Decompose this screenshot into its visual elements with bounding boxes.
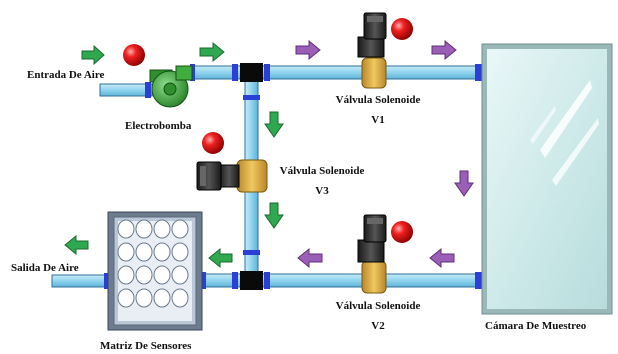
coupling xyxy=(232,64,238,81)
sensor-grid xyxy=(117,219,189,308)
sensor-cell xyxy=(117,288,135,308)
valve-v1-name-label: Válvula Solenoide xyxy=(335,94,421,106)
sensor-cell xyxy=(117,219,135,239)
sensor-cell xyxy=(153,219,171,239)
solenoid-valve-v3-icon xyxy=(196,159,268,193)
green-flow-arrow-icon xyxy=(208,247,233,269)
air-inlet-label: Entrada De Aire xyxy=(27,69,105,81)
solenoid-valve-v2-icon xyxy=(357,214,387,294)
sensor-cell xyxy=(135,219,153,239)
sensor-cell xyxy=(135,265,153,285)
sensor-cell xyxy=(171,288,189,308)
coupling xyxy=(264,272,270,289)
sensor-matrix xyxy=(107,211,203,331)
tee-fitting-top xyxy=(240,63,263,82)
green-flow-arrow-icon xyxy=(199,41,225,63)
valve-v2-name-label: Válvula Solenoide xyxy=(335,300,421,312)
electric-pump-icon xyxy=(149,65,193,108)
valve-v3-name-label: Válvula Solenoide xyxy=(279,165,365,177)
red-indicator-lamp-icon xyxy=(391,221,413,243)
coupling xyxy=(243,250,260,255)
sensor-cell xyxy=(171,219,189,239)
coupling xyxy=(200,272,206,289)
purple-flow-arrow-icon xyxy=(431,39,457,61)
green-flow-arrow-icon xyxy=(64,234,89,256)
coupling xyxy=(232,272,238,289)
sensor-cell xyxy=(153,288,171,308)
red-indicator-lamp-icon xyxy=(391,18,413,40)
red-indicator-lamp-icon xyxy=(123,44,145,66)
sensor-cell xyxy=(117,242,135,262)
sample-chamber xyxy=(481,43,613,315)
sensor-matrix-label: Matriz De Sensores xyxy=(100,340,192,352)
coupling xyxy=(475,272,482,289)
valve-v1-id-label: V1 xyxy=(371,114,385,126)
air-outlet-label: Salida De Aire xyxy=(11,262,79,274)
sensor-cell xyxy=(153,242,171,262)
sensor-cell xyxy=(153,265,171,285)
valve-v2-id-label: V2 xyxy=(371,320,385,332)
sensor-cell xyxy=(135,242,153,262)
purple-flow-arrow-icon xyxy=(295,39,321,61)
purple-flow-arrow-icon xyxy=(454,170,474,197)
sensor-cell xyxy=(117,265,135,285)
pipe-outlet xyxy=(51,274,109,288)
coupling xyxy=(243,95,260,100)
red-indicator-lamp-icon xyxy=(202,132,224,154)
sensor-cell xyxy=(135,288,153,308)
sensor-cell xyxy=(171,265,189,285)
pump-label: Electrobomba xyxy=(125,120,192,132)
coupling xyxy=(104,273,110,289)
solenoid-valve-v1-icon xyxy=(357,12,387,89)
green-flow-arrow-icon xyxy=(264,202,284,229)
valve-v3-id-label: V3 xyxy=(315,185,329,197)
sample-chamber-label: Cámara De Muestreo xyxy=(485,320,587,332)
coupling xyxy=(145,82,151,98)
purple-flow-arrow-icon xyxy=(429,247,455,269)
green-flow-arrow-icon xyxy=(264,111,284,138)
pipe-inlet xyxy=(99,83,153,97)
coupling xyxy=(475,64,482,81)
green-flow-arrow-icon xyxy=(81,44,105,66)
tee-fitting-bottom xyxy=(240,271,263,290)
sensor-cell xyxy=(171,242,189,262)
coupling xyxy=(264,64,270,81)
purple-flow-arrow-icon xyxy=(297,247,323,269)
